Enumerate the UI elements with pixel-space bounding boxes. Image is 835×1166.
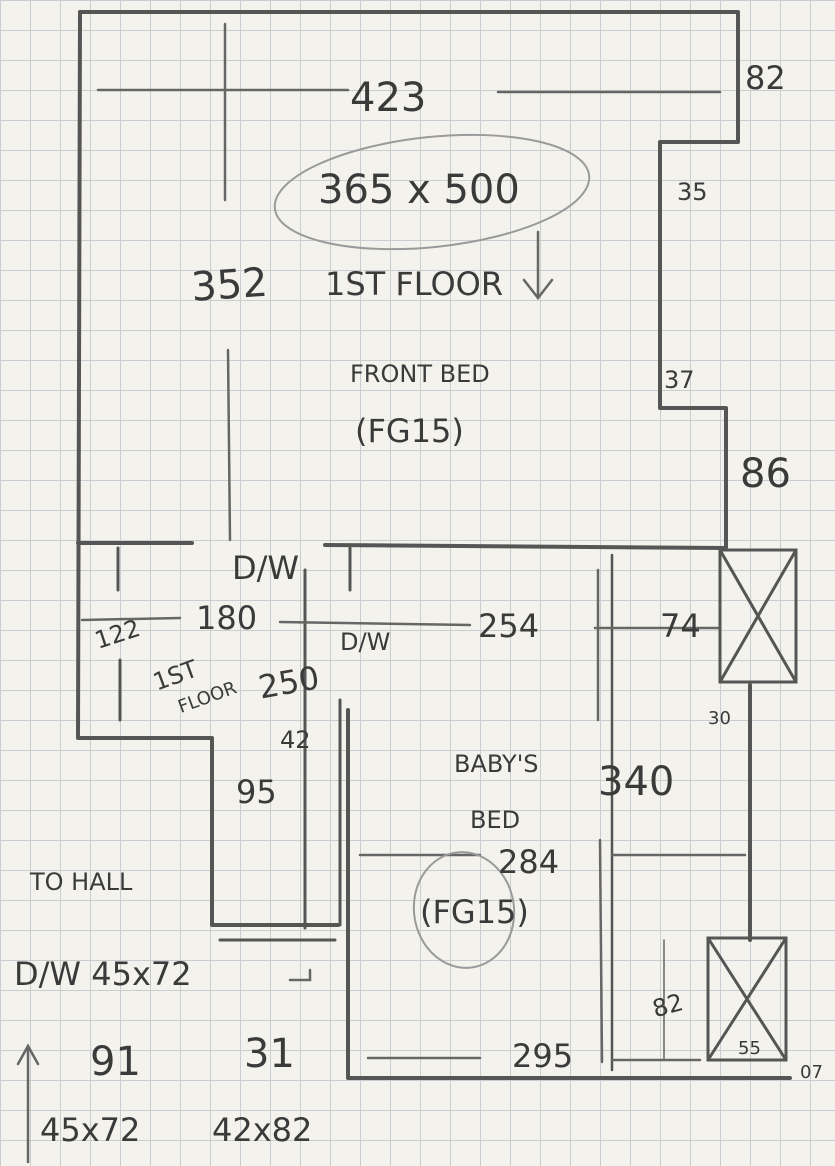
front-bed-walls — [78, 10, 740, 550]
dim-line-180-left — [80, 616, 182, 622]
baby-door-label: D/W — [340, 628, 391, 656]
dim-86: 86 — [740, 451, 791, 497]
size-note-a: 45x72 — [40, 1111, 141, 1149]
landing-height-label: 250 — [255, 658, 323, 707]
dim-35: 35 — [677, 178, 708, 206]
front-bed-size-label: 365 x 500 — [318, 167, 520, 213]
dim-line-340-bottom — [598, 838, 604, 1064]
arrow-down — [522, 230, 554, 301]
cupboard-box-top — [718, 548, 798, 684]
baby-bed-code-label: (FG15) — [420, 893, 529, 931]
door-size-note: D/W 45x72 — [14, 955, 192, 993]
dim-82-top: 82 — [745, 59, 786, 97]
baby-bed-depth-label: 340 — [598, 759, 675, 805]
baby-bed-name-label-2: BED — [470, 806, 521, 834]
dim-30: 30 — [708, 708, 731, 729]
cupboard-55-label: 55 — [738, 1038, 761, 1059]
cupboard-box-top-cross — [718, 549, 798, 683]
cupboard-82-label: 82 — [649, 988, 687, 1024]
baby-code-oval — [412, 851, 516, 969]
to-hall-note: TO HALL — [30, 868, 133, 896]
landing-width-label: 180 — [196, 599, 258, 637]
cupboard-box-bottom-cross — [706, 937, 788, 1061]
front-bed-code-label: (FG15) — [355, 412, 464, 450]
size-note-b: 42x82 — [212, 1111, 313, 1149]
mid-wall-right — [323, 543, 728, 550]
edge-07-label: 07 — [800, 1062, 823, 1083]
dim-37: 37 — [664, 366, 695, 394]
dim-line-180-right — [278, 620, 472, 627]
baby-bed-width-label: 254 — [478, 607, 540, 645]
front-bed-depth-label: 352 — [189, 259, 270, 311]
left-outer-wall — [76, 10, 340, 927]
dim-74: 74 — [660, 607, 701, 645]
stair-95-label: 95 — [236, 773, 277, 811]
front-door-label: D/W — [232, 549, 300, 587]
wall-42-label: 42 — [280, 726, 311, 754]
note-91: 91 — [90, 1039, 141, 1085]
cupboard-box-bottom — [706, 936, 788, 1062]
arrow-up-head — [16, 1043, 40, 1066]
arrow-to-hall — [288, 968, 312, 982]
front-bed-name-label: FRONT BED — [350, 360, 490, 388]
baby-bed-name-label: BABY'S — [454, 750, 539, 778]
front-bed-width-label: 423 — [350, 75, 427, 121]
size-oval — [273, 133, 591, 251]
babys-bed-left-wall — [346, 708, 792, 1080]
baby-bed-bottom-label: 295 — [512, 1037, 574, 1075]
note-31: 31 — [244, 1031, 295, 1077]
front-bed-floor-label: 1ST FLOOR — [325, 265, 504, 303]
baby-bed-width-label-2: 284 — [498, 843, 560, 881]
dim-line-352-bottom — [226, 348, 232, 542]
